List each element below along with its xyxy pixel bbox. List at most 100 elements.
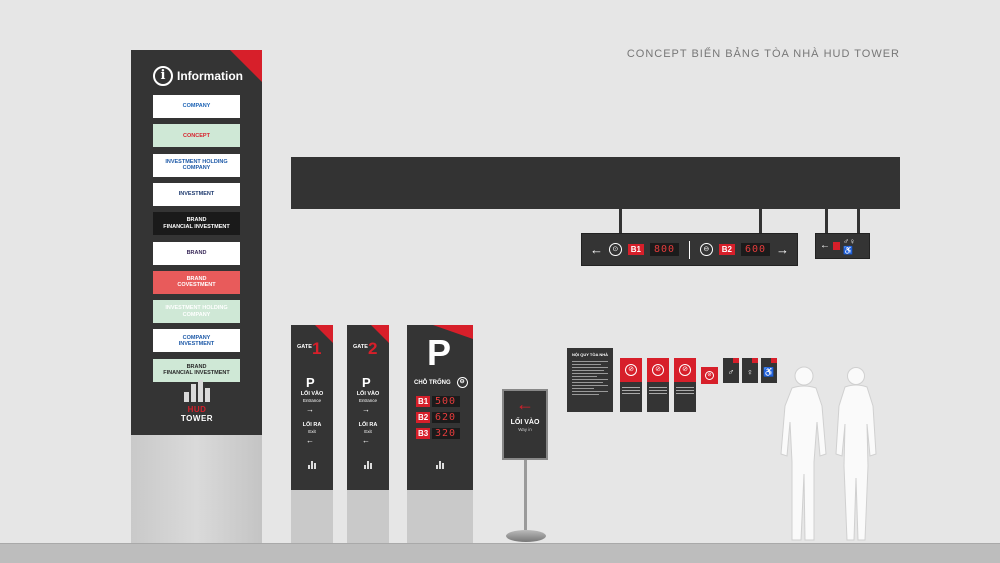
level-badge: B2 [416,412,430,423]
no-smoking-sticker: ⊘ [701,367,718,384]
vacancy-count: 620 [432,412,460,423]
red-marker [833,242,841,250]
tenant-logo: COMPANY [153,95,240,118]
stand-pole [524,460,527,530]
restroom-women-sign: ♀ [742,358,758,383]
rules-title: NỘI QUY TÒA NHÀ [571,352,608,357]
left-arrow-icon: ← [516,394,534,414]
person-silhouette-woman [835,367,877,541]
building-rules-board: NỘI QUY TÒA NHÀ [567,348,613,412]
hanger-rod [619,209,622,233]
vacancy-count: 320 [432,428,460,439]
tenant-subname: INVESTMENT [178,340,215,347]
red-corner [433,325,473,339]
entrance-sub-label: Way in [518,427,532,432]
red-corner [371,325,389,343]
wheelchair-icon: ♿ [763,367,775,377]
gate-base [291,490,333,543]
hanger-rod [759,209,762,233]
tenant-name: INVESTMENT HOLDING [165,305,228,312]
entrance-sub-label: Entrance [358,397,377,403]
no-pets-icon: ⊘ [652,364,664,377]
gate-base [347,490,389,543]
gate-label: GATE [297,344,312,350]
level-badge: B3 [416,428,430,439]
men-icon: ♂ [727,367,735,377]
prohibition-sign: ⊘ [647,358,669,412]
right-arrow-icon: → [776,242,789,257]
tenant-subname: FINANCIAL INVESTMENT [163,223,230,230]
restroom-men-sign: ♂ [723,358,739,383]
level-b2-badge: B2 [718,244,735,255]
tenant-subname: COVESTMENT [177,282,216,289]
gate-label: GATE [353,344,368,350]
entrance-stand-sign: ← LỐI VÀO Way in [502,389,548,460]
info-icon: i [153,66,173,86]
floor [0,543,1000,563]
red-corner [230,50,262,82]
tenant-logo: CONCEPT [153,124,240,148]
left-arrow-icon: ← [590,242,603,257]
no-smoking-icon: ⊘ [625,364,637,377]
tenant-name: BRAND [186,249,207,256]
vacancy-heading: CHỖ TRỐNG ⊖ [414,377,468,388]
parking-availability-sign: ← ⊙ B1 800 ⊖ B2 600 → [581,233,798,266]
b1-count: 800 [649,243,680,256]
divider [689,240,690,259]
restroom-sign: ← ♂♀ ♿ [815,233,870,259]
entrance-label: LỐI VÀO [356,391,380,397]
hud-tower-logo [361,461,375,469]
prohibition-sign: ⊘ [674,358,696,412]
women-icon: ♀ [746,367,754,377]
hud-tower-logo [305,461,319,469]
no-smoking-icon: ⊘ [705,371,714,380]
exit-label: LỐI RA [358,422,378,428]
exit-sub-label: Exit [308,428,316,434]
tenant-name: COMPANY [182,103,211,110]
restroom-icon: ♂♀ ♿ [843,237,856,255]
tenant-name: INVESTMENT [178,191,215,198]
people-silhouettes [780,366,877,541]
hud-tower-logo [433,461,447,469]
pylon-base [131,435,262,544]
stand-foot [506,530,546,542]
building-icon [171,380,223,402]
ceiling-beam [291,157,900,209]
parking-p-icon: P [427,332,452,373]
car-icon: ⊖ [456,377,468,388]
logo-tower: TOWER [180,414,214,423]
b2-count: 600 [740,243,770,256]
tenant-name: CONCEPT [183,132,210,139]
vacancy-label: CHỖ TRỐNG [414,379,451,386]
hud-tower-logo: HUD TOWER [171,380,223,423]
no-vehicle-icon: ⊘ [679,364,691,377]
red-corner [315,325,333,343]
right-arrow-icon: → [306,405,314,414]
right-arrow-icon: → [362,405,370,414]
tenant-name: INVESTMENT HOLDING [165,158,228,165]
person-silhouette-man [780,366,827,541]
tenant-subname: COMPANY [182,311,211,318]
tenant-logo: BRAND [153,241,240,265]
tenant-name: BRAND [186,275,207,282]
left-arrow-icon: ← [820,240,830,251]
vacancy-count: 500 [432,396,460,407]
tenant-name: BRAND [186,217,207,224]
rules-text [572,361,608,395]
entrance-label: LỐI VÀO [300,391,324,397]
entrance-label: LỐI VÀO [510,419,540,426]
exit-label: LỐI RA [302,422,322,428]
